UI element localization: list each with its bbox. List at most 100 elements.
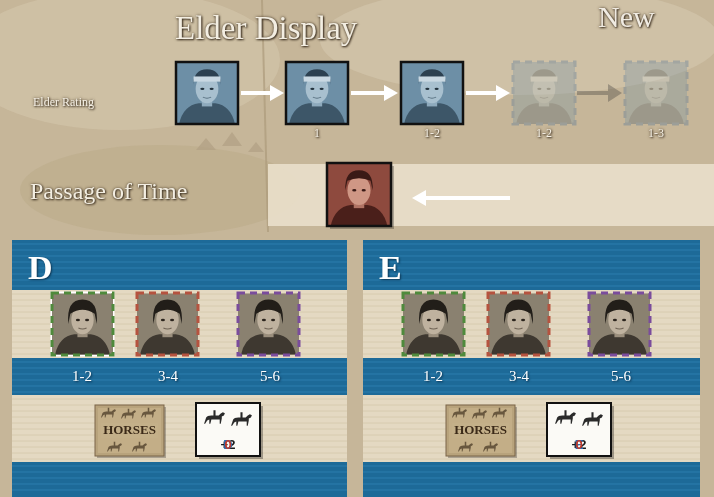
weave-thread (363, 250, 700, 251)
card-face (446, 405, 515, 456)
card-horse (141, 408, 156, 418)
token-face (196, 403, 260, 456)
weave-thread (363, 453, 700, 454)
weave-band-blue (12, 240, 347, 290)
weave-thread (363, 262, 700, 263)
elder-arrowhead (496, 85, 510, 101)
card-shadow (97, 407, 166, 458)
parchment-patch (20, 145, 300, 235)
weave-thread (363, 429, 700, 430)
card-title: HORSES (101, 423, 158, 438)
elder-arrow (241, 91, 272, 95)
weave-thread (12, 286, 347, 287)
weave-thread (363, 386, 700, 387)
passage-track (268, 164, 714, 226)
weave-thread (363, 423, 700, 424)
elder-photo (176, 62, 238, 124)
token-value: 0 (224, 438, 231, 453)
elder-rating: 1-2 (536, 127, 552, 140)
weave-thread (363, 490, 700, 491)
weave-band-blue (363, 462, 700, 497)
card-horse (452, 408, 467, 418)
weave-thread (363, 435, 700, 436)
weave-thread (12, 399, 347, 400)
frame-base (52, 293, 113, 355)
weave-thread (363, 441, 700, 442)
player-letter: E (379, 248, 402, 287)
weave-thread (363, 459, 700, 460)
weave-thread (363, 392, 700, 393)
passage-arrowhead (412, 190, 426, 206)
weave-thread (363, 399, 700, 400)
weave-thread (12, 262, 347, 263)
weave-band-blue (12, 462, 347, 497)
weave-thread (363, 411, 700, 412)
card-horse (458, 442, 473, 452)
player-letter: D (28, 248, 53, 287)
weave-thread (12, 484, 347, 485)
trade-token: +2E0 (547, 403, 611, 456)
elder-frame (286, 62, 348, 124)
token-value: 0 (575, 438, 582, 453)
card-inner (449, 408, 512, 453)
weave-thread (12, 417, 347, 418)
weave-thread (363, 466, 700, 467)
elder-photo (401, 62, 463, 124)
weave-thread (363, 368, 700, 369)
token-horse (204, 410, 225, 424)
family-photo (238, 294, 299, 355)
die-range: 3-4 (509, 368, 529, 385)
elder-slot-empty (625, 62, 687, 124)
weave-thread (12, 368, 347, 369)
horses-card: HORSES (446, 405, 515, 456)
elder-arrow-faded (577, 91, 610, 95)
card-horse (483, 442, 498, 452)
passage-photo (328, 163, 391, 226)
weave-thread (363, 472, 700, 473)
token-horse (582, 412, 603, 426)
elder-frame (176, 62, 238, 124)
card-horse (101, 408, 116, 418)
weave-band-blue (363, 358, 700, 395)
weave-thread (363, 268, 700, 269)
family-photo (137, 294, 198, 355)
elder-slot-empty (513, 62, 575, 124)
weave-band-blue (363, 240, 700, 290)
elder-arrowhead (270, 85, 284, 101)
die-range: 5-6 (260, 368, 280, 385)
card-horse (121, 409, 136, 419)
card-horse (132, 442, 147, 452)
passage-arrow (424, 196, 510, 200)
weave-thread (12, 459, 347, 460)
weave-thread (363, 405, 700, 406)
weave-thread (363, 280, 700, 281)
frame-red (488, 293, 549, 355)
weave-thread (12, 250, 347, 251)
weave-thread (12, 423, 347, 424)
weave-thread (12, 256, 347, 257)
weave-thread (12, 472, 347, 473)
elder-slot-frame (625, 62, 687, 124)
weave-thread (363, 478, 700, 479)
weave-band-cream (363, 395, 700, 462)
trade-token: +2D0 (196, 403, 260, 456)
elder-arrow (351, 91, 386, 95)
horses-card: HORSES (95, 405, 164, 456)
weave-thread (363, 274, 700, 275)
die-range: 1-2 (423, 368, 443, 385)
die-range: 5-6 (611, 368, 631, 385)
card-face (95, 405, 164, 456)
weave-thread (12, 268, 347, 269)
family-photo (589, 294, 650, 355)
weave-thread (12, 447, 347, 448)
passage-frame (327, 163, 391, 226)
token-horse (231, 412, 252, 426)
weave-thread (12, 478, 347, 479)
weave-band-cream (12, 290, 347, 358)
die-range: 3-4 (158, 368, 178, 385)
frame-purple (238, 293, 299, 355)
weave-thread (363, 374, 700, 375)
family-photo (488, 294, 549, 355)
weave-thread (363, 417, 700, 418)
elder-arrowhead (384, 85, 398, 101)
